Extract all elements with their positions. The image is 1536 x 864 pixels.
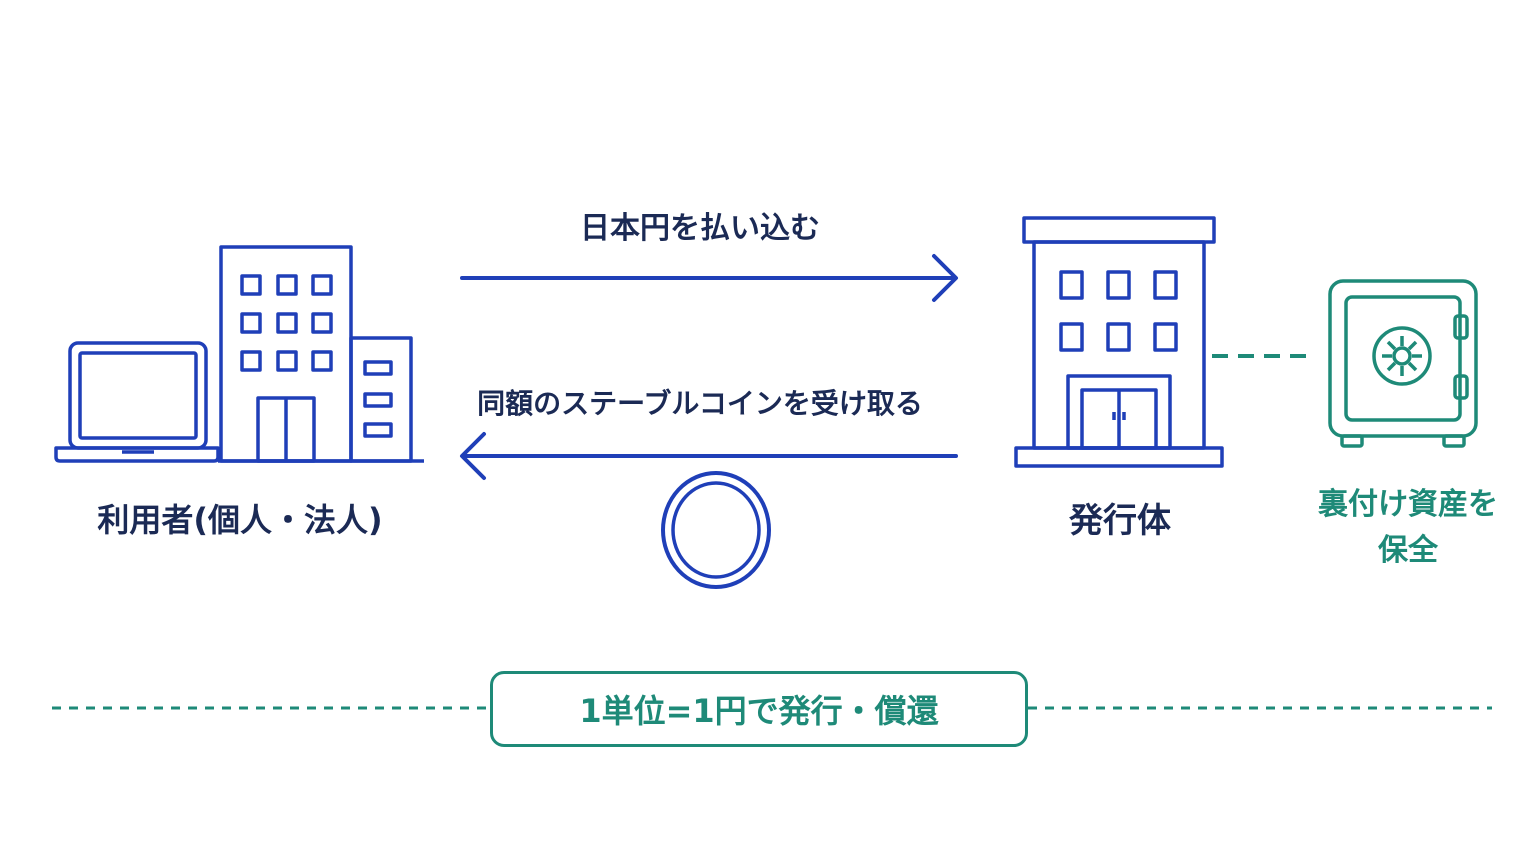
peg-label: 1単位=1円で発行・償還 [579, 692, 939, 730]
reserve-label-line2: 保全 [1378, 533, 1438, 568]
laptop-icon [54, 341, 220, 463]
receive-label: 同額のステーブルコインを受け取る [477, 387, 923, 420]
issuer-label: 発行体 [1069, 501, 1171, 541]
payment-label: 日本円を払い込む [580, 211, 820, 246]
peg-badge: 1単位=1円で発行・償還 [490, 671, 1028, 747]
payment-arrow [460, 254, 958, 302]
safe-icon [1328, 279, 1478, 448]
receive-arrow [460, 432, 958, 480]
coin-icon [661, 471, 771, 589]
issuer-building-icon [1014, 216, 1224, 468]
user-label: 利用者(個人・法人) [97, 501, 383, 539]
reserve-label-line1: 裏付け資産を [1318, 487, 1498, 522]
office-buildings-icon [218, 245, 424, 463]
reserve-label: 裏付け資産を 保全 [1296, 482, 1520, 574]
